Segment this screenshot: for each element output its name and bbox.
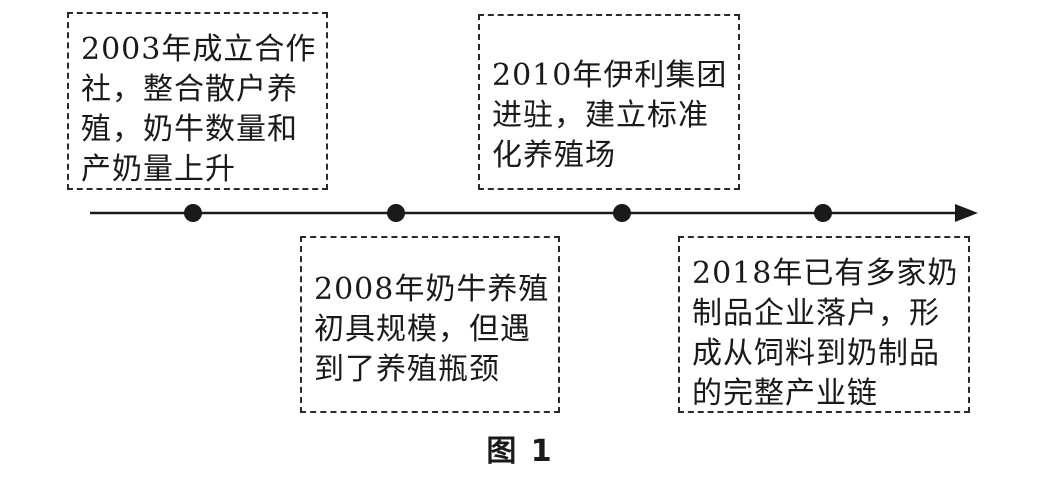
event-box-2010: 2010年伊利集团 进驻，建立标准 化养殖场 <box>478 14 740 190</box>
timeline-dot-2018 <box>814 204 832 222</box>
event-box-2008: 2008年奶牛养殖 初具规模，但遇 到了养殖瓶颈 <box>300 236 560 413</box>
timeline-dot-2003 <box>184 204 202 222</box>
event-box-2018: 2018年已有多家奶 制品企业落户，形 成从饲料到奶制品 的完整产业链 <box>678 236 970 413</box>
timeline-dot-2008 <box>387 204 405 222</box>
timeline-dot-2010 <box>613 204 631 222</box>
event-box-2003: 2003年成立合作 社，整合散户养 殖，奶牛数量和 产奶量上升 <box>67 12 328 190</box>
figure-caption: 图 1 <box>486 434 554 469</box>
timeline-arrowhead <box>955 204 978 222</box>
